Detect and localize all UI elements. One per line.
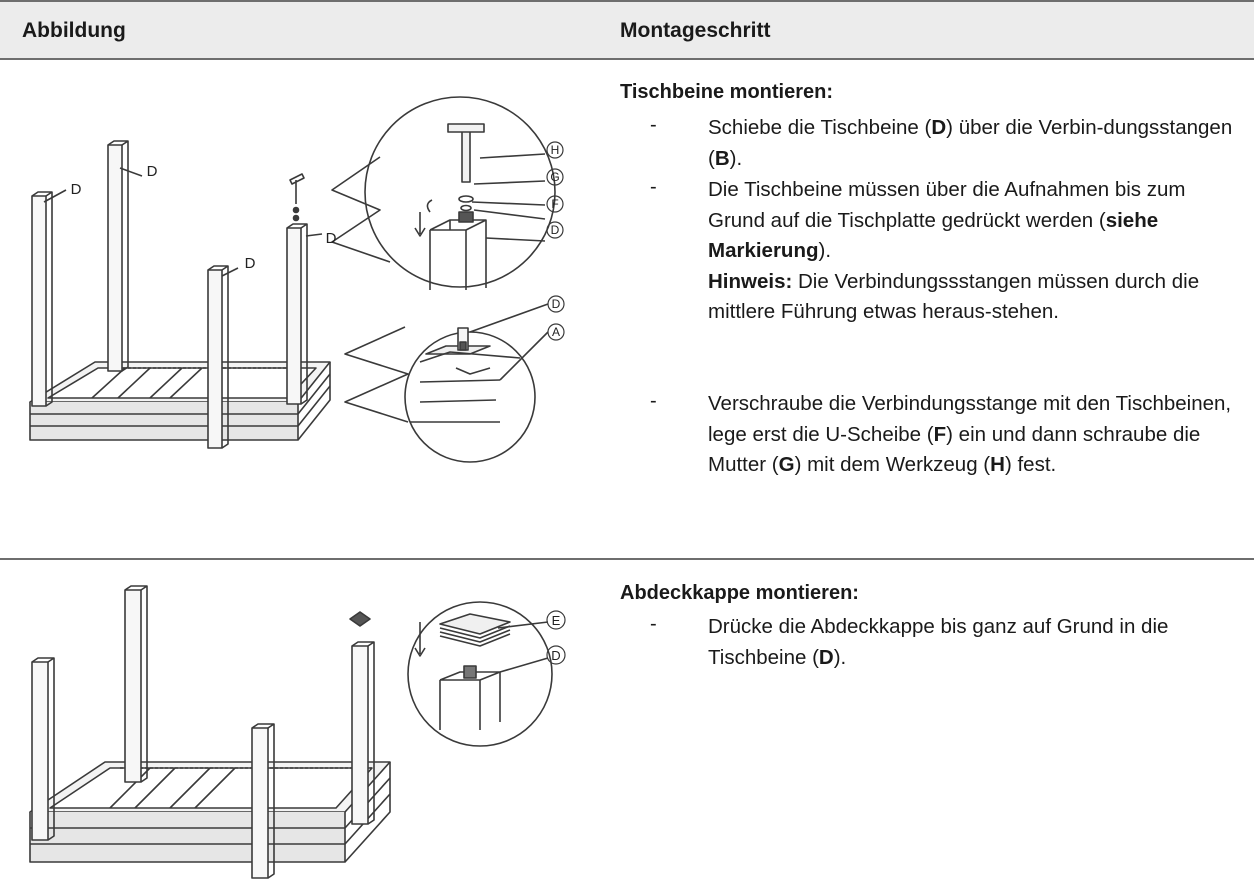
step-title: Abdeckkappe montieren: <box>620 582 859 604</box>
callout-label: A <box>552 325 560 339</box>
callout-label: F <box>551 197 558 211</box>
table-header: Abbildung Montageschritt <box>0 0 1254 60</box>
figure-cap-assembly: E D <box>29 585 566 879</box>
bullet-text: Verschraube die Verbindungsstange mit de… <box>708 392 1232 476</box>
header-step: Montageschritt <box>620 19 771 42</box>
callout-label: G <box>550 170 559 184</box>
bullet-text: Schiebe die Tischbeine (D) über die Verb… <box>708 116 1233 170</box>
callout-label: E <box>552 613 561 628</box>
step-title: Tischbeine montieren: <box>620 81 834 103</box>
bullet-text: Die Tischbeine müssen über die Aufnahmen… <box>708 178 1200 324</box>
bullet-text: Drücke die Abdeckkappe bis ganz auf Grun… <box>708 615 1169 669</box>
callout-label: D <box>551 648 560 663</box>
bullet-marker: - <box>650 390 657 412</box>
leg-label: D <box>326 230 337 247</box>
leg-label: D <box>147 163 158 180</box>
callout-label: D <box>552 297 561 311</box>
callout-label: D <box>551 223 560 237</box>
figure-legs-assembly: D D D D H G F D D A <box>29 96 565 463</box>
bullet-marker: - <box>650 114 657 136</box>
note-label: Hinweis: <box>708 269 793 293</box>
header-figure: Abbildung <box>22 19 126 42</box>
row-divider <box>0 558 1254 560</box>
bullet-marker: - <box>650 613 657 635</box>
leg-label: D <box>71 181 82 198</box>
leg-label: D <box>245 255 256 272</box>
note-text: Die Verbindungssstangen müssen durch die… <box>708 269 1200 324</box>
callout-label: H <box>551 143 560 157</box>
bullet-marker: - <box>650 176 657 198</box>
